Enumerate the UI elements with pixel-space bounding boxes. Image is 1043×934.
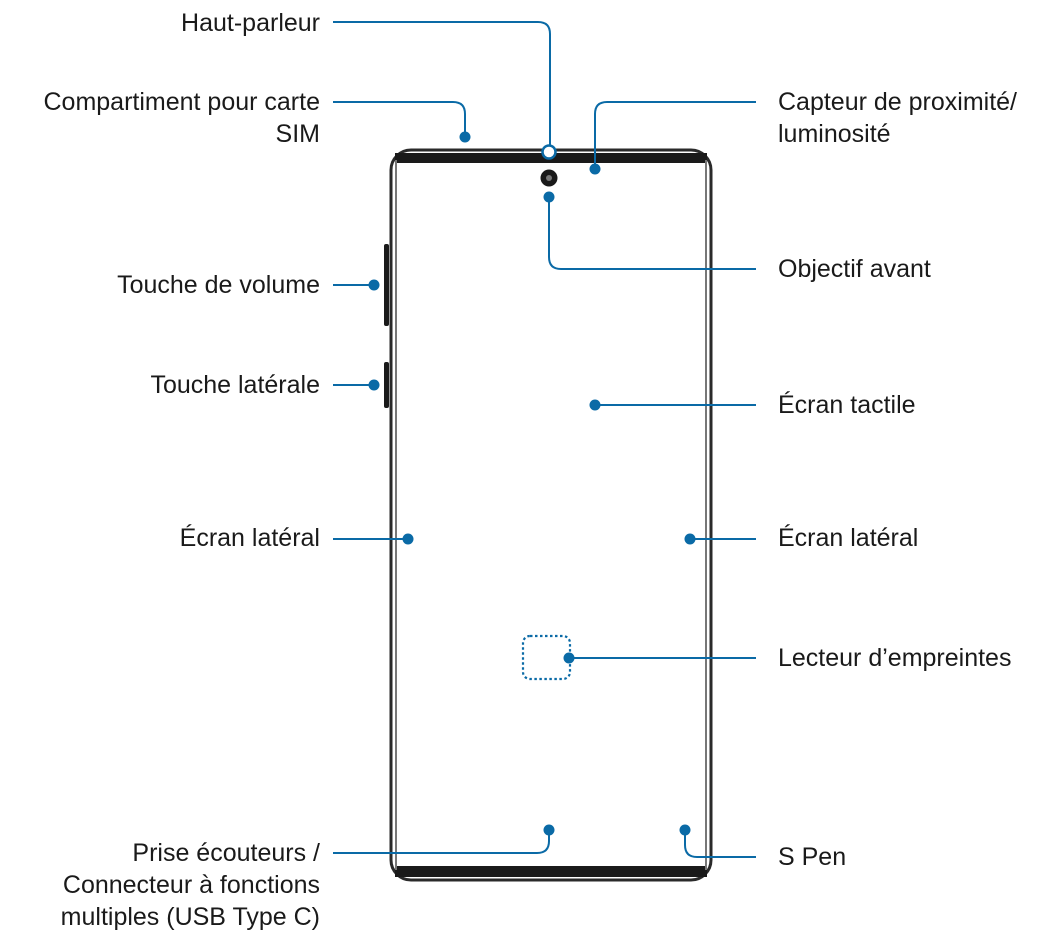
label-spen: S Pen [778,843,847,871]
dot-fingerprint [563,652,575,664]
side-button [384,362,389,408]
dot-volume [368,279,380,291]
callout-lines [333,21,756,858]
label-proximity-line2: luminosité [778,120,891,148]
dot-sim [459,131,471,143]
label-jack-line1: Prise écouteurs / [132,839,320,867]
label-sim-tray-line1: Compartiment pour carte [43,88,320,116]
dot-touchscreen [589,399,601,411]
phone-body [384,148,713,882]
callout-dots [368,131,696,836]
dot-proximity [589,163,601,175]
dot-spen [679,824,691,836]
bottom-bezel-band [395,866,707,877]
callout-line-sim [333,101,466,135]
dot-speaker [541,144,557,160]
label-front-camera: Objectif avant [778,255,931,283]
label-edge-screen-left: Écran latéral [179,524,320,552]
fingerprint-area [521,634,572,681]
label-speaker: Haut-parleur [181,9,320,37]
dot-side [368,379,380,391]
label-fingerprint: Lecteur d’empreintes [778,644,1012,672]
volume-button [384,244,389,326]
label-proximity-line1: Capteur de proximité/ [778,88,1018,116]
dot-camera [543,191,555,203]
callout-line-proximity [594,101,756,168]
front-camera-lens-inner [546,175,552,181]
label-touchscreen: Écran tactile [778,391,916,419]
label-jack-line3: multiples (USB Type C) [60,903,320,931]
label-jack-line2: Connecteur à fonctions [62,871,320,899]
label-side-key: Touche latérale [150,371,320,399]
callout-line-speaker [333,21,551,150]
callout-line-jack [333,830,550,854]
dot-edge-right [684,533,696,545]
dot-edge-left [402,533,414,545]
phone-frame [389,148,713,882]
label-volume-key: Touche de volume [117,271,320,299]
label-edge-screen-right: Écran latéral [778,524,919,552]
dot-jack [543,824,555,836]
label-sim-tray-line2: SIM [275,120,320,148]
callout-line-camera [548,196,756,270]
callout-line-spen [684,830,756,858]
